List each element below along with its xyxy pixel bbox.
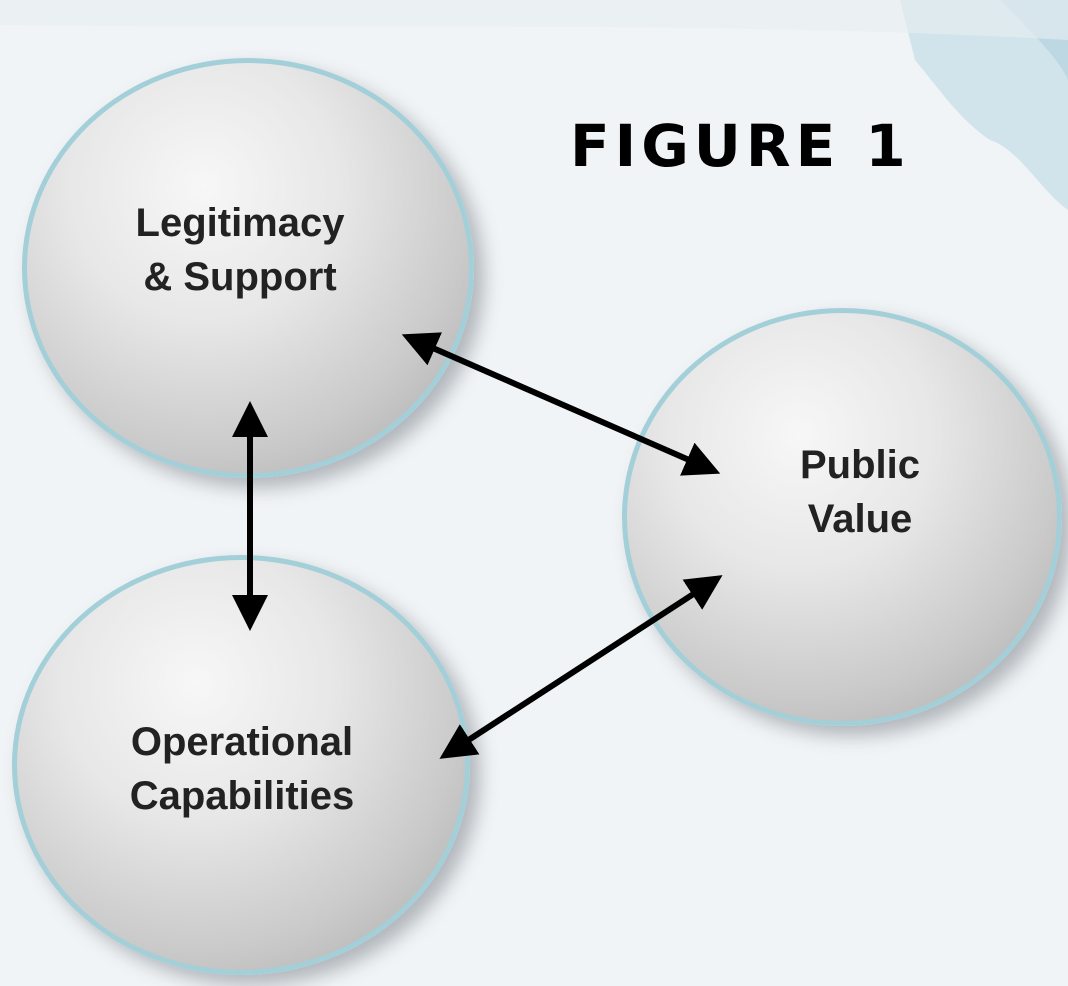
- arrow-legitimacy-public-value: [401, 332, 721, 476]
- public-value-label: Public Value: [799, 443, 921, 541]
- operational-capabilities-label: Operational Capabilities: [129, 720, 355, 818]
- arrow-operational-public-value: [439, 575, 723, 759]
- legitimacy-support-label: Legitimacy & Support: [135, 201, 345, 299]
- operational-capabilities-circle: [12, 555, 470, 975]
- figure-title: FIGURE 1: [570, 112, 911, 180]
